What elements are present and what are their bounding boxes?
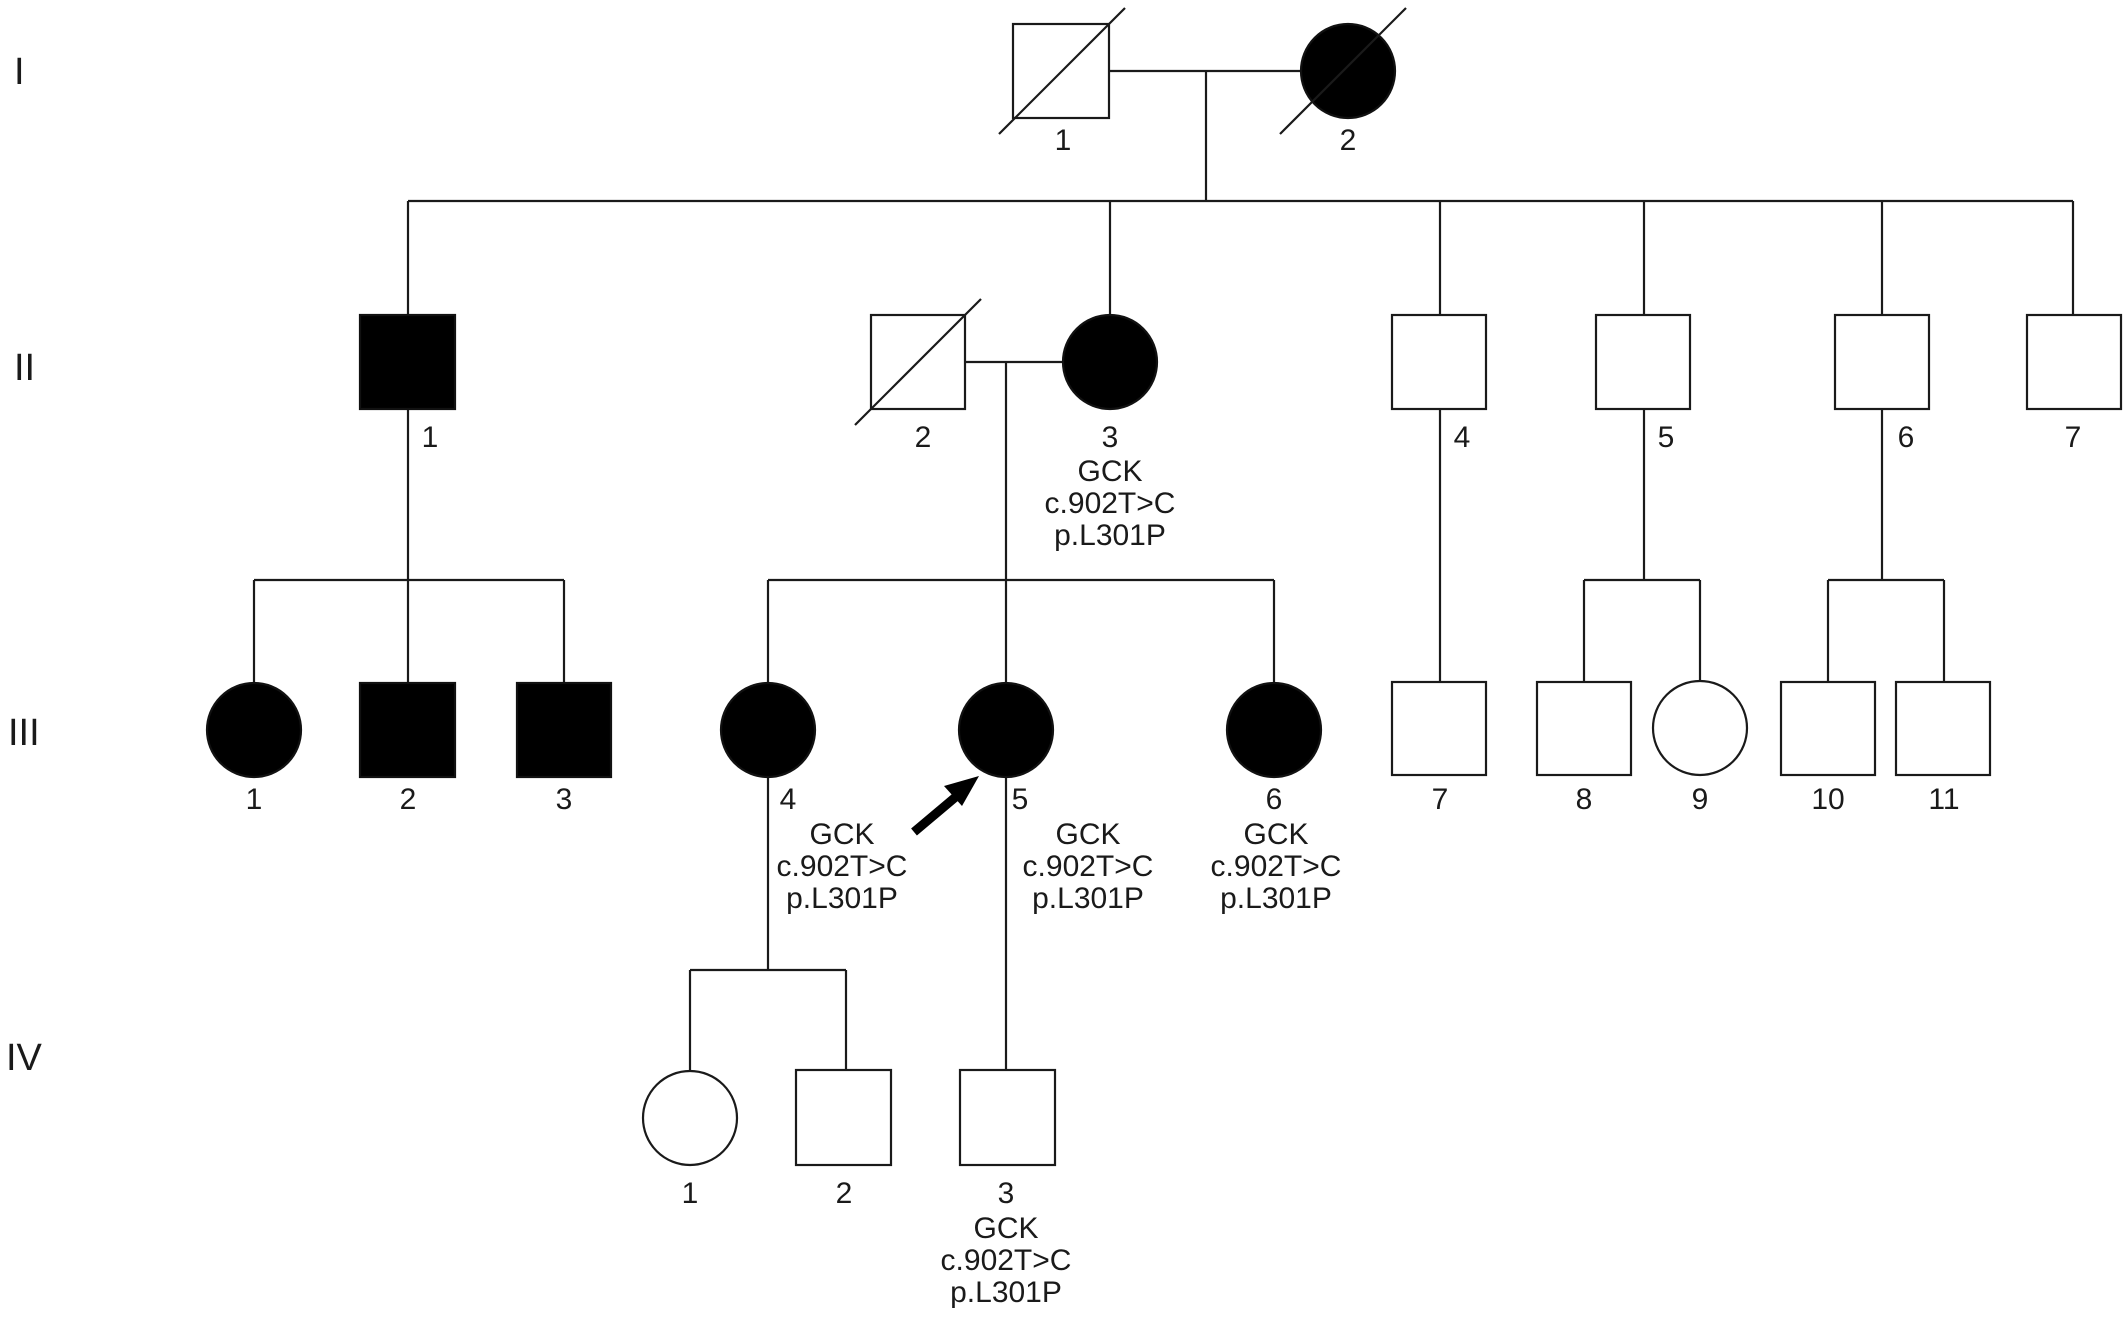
male-symbol [1535,680,1633,777]
individual-II-3: 3 GCK c.902T>C p.L301P [1045,313,1176,552]
individual-III-6: 6 GCK c.902T>C p.L301P [1211,681,1342,915]
deceased-slash [998,7,1126,135]
individual-number: 1 [422,421,439,454]
genotype-cdna: c.902T>C [1045,487,1176,520]
individual-number: 3 [1102,421,1119,454]
genotype-protein: p.L301P [786,882,898,915]
individual-IV-1: 1 [641,1069,739,1210]
individual-number: 2 [1340,124,1357,157]
individual-II-1: 1 [358,313,457,454]
individual-III-1: 1 [205,681,303,816]
individual-II-7: 7 [2025,313,2123,454]
individual-I-1: 1 [998,7,1126,157]
genotype-gene: GCK [1243,818,1308,851]
individual-III-7: 7 [1390,680,1488,816]
affected-female-symbol [1299,22,1397,120]
male-symbol [1390,680,1488,777]
individual-number: 1 [682,1177,699,1210]
individual-number: 2 [400,783,417,816]
male-symbol [794,1068,893,1167]
individual-number: 2 [836,1177,853,1210]
individual-III-4: 4 GCK c.902T>C p.L301P [719,681,908,915]
individual-III-3: 3 [515,681,613,816]
individual-number: 5 [1012,783,1029,816]
individual-number: 1 [246,783,263,816]
genotype-protein: p.L301P [950,1276,1062,1309]
affected-female-symbol [719,681,817,779]
individual-number: 10 [1811,783,1844,816]
individual-III-2: 2 [358,681,457,816]
affected-male-symbol [358,681,457,779]
individual-number: 5 [1658,421,1675,454]
individual-III-5: 5 GCK c.902T>C p.L301P [911,681,1154,915]
individual-II-2: 2 [854,298,982,454]
affected-male-symbol [515,681,613,779]
male-symbol [1390,313,1488,411]
affected-male-symbol [358,313,457,411]
affected-female-symbol [1061,313,1159,411]
affected-female-symbol [1225,681,1323,779]
individual-IV-3: 3 GCK c.902T>C p.L301P [941,1068,1072,1309]
individual-IV-2: 2 [794,1068,893,1210]
deceased-slash [1279,7,1407,135]
female-symbol [1651,679,1749,777]
generation-label-IV: IV [6,1037,43,1079]
individual-number: 3 [998,1177,1015,1210]
individual-number: 7 [2065,421,2082,454]
individual-number: 3 [556,783,573,816]
genotype-protein: p.L301P [1032,882,1144,915]
individual-III-9: 9 [1651,679,1749,816]
generation-label-I: I [14,51,25,93]
male-symbol [1833,313,1931,411]
individual-number: 6 [1898,421,1915,454]
individual-II-4: 4 [1390,313,1488,454]
genotype-protein: p.L301P [1054,519,1166,552]
genotype-protein: p.L301P [1220,882,1332,915]
genotype-gene: GCK [1077,455,1142,488]
male-symbol [1779,680,1877,777]
female-symbol [641,1069,739,1167]
male-symbol [1594,313,1692,411]
genotype-gene: GCK [809,818,874,851]
genotype-cdna: c.902T>C [1023,850,1154,883]
individual-number: 8 [1576,783,1593,816]
individual-number: 4 [1454,421,1471,454]
individual-number: 7 [1432,783,1449,816]
genotype-gene: GCK [1055,818,1120,851]
individual-number: 4 [780,783,797,816]
generation-label-III: III [8,712,40,754]
male-symbol [958,1068,1057,1167]
individual-number: 11 [1928,783,1959,816]
genotype-cdna: c.902T>C [777,850,908,883]
individual-I-2: 2 [1279,7,1407,157]
genotype-cdna: c.902T>C [941,1244,1072,1277]
individual-II-6: 6 [1833,313,1931,454]
individual-III-11: 11 [1894,680,1992,816]
individual-number: 1 [1055,124,1072,157]
generation-label-II: II [14,347,35,389]
individual-number: 9 [1692,783,1709,816]
individual-number: 6 [1266,783,1283,816]
affected-female-symbol [957,681,1055,779]
proband-arrow-icon [911,776,979,836]
affected-female-symbol [205,681,303,779]
male-symbol [2025,313,2123,411]
individual-number: 2 [915,421,932,454]
individual-III-10: 10 [1779,680,1877,816]
male-symbol [1894,680,1992,777]
individual-II-5: 5 [1594,313,1692,454]
genotype-cdna: c.902T>C [1211,850,1342,883]
pedigree-lines [252,69,2075,1070]
deceased-slash [854,298,982,426]
genotype-gene: GCK [973,1212,1038,1245]
individual-III-8: 8 [1535,680,1633,816]
